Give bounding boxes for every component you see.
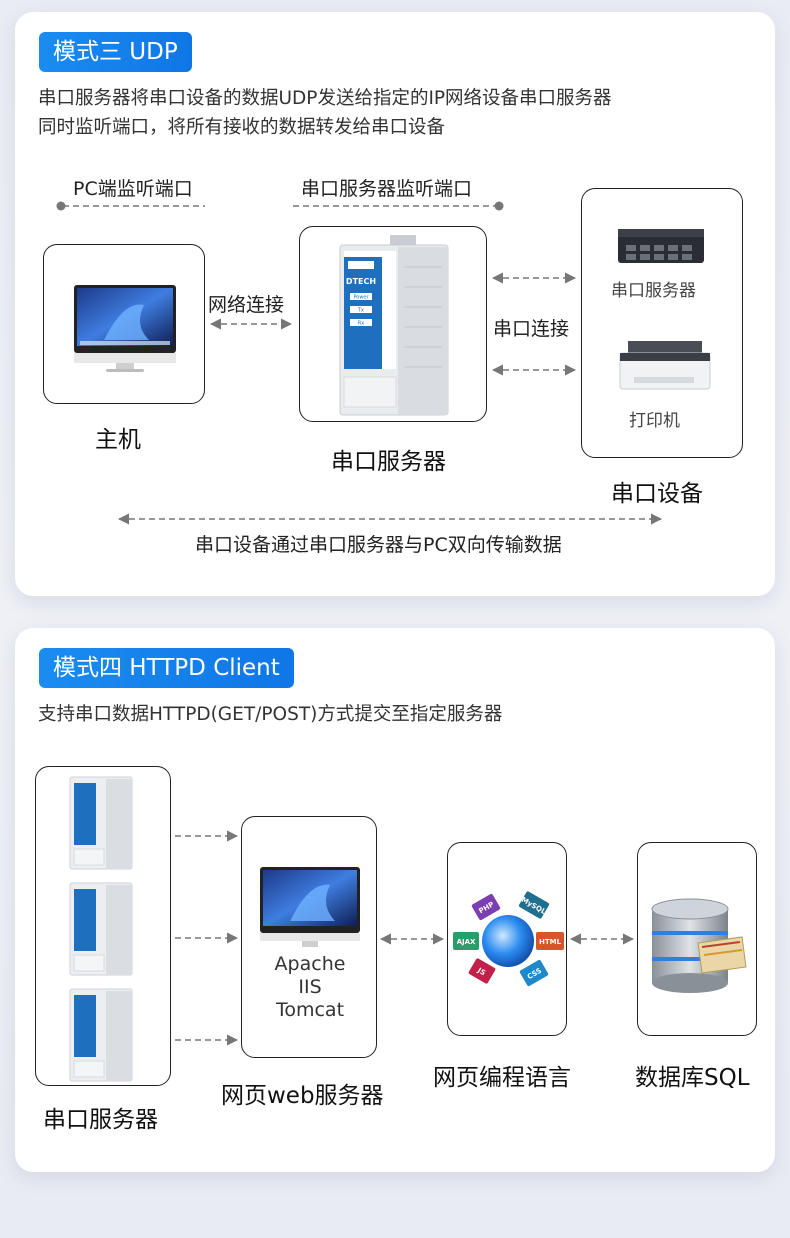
serial-server-stack-icons <box>69 776 133 1082</box>
web-server-tomcat: Tomcat <box>275 999 345 1021</box>
web-server-apache: Apache <box>274 953 346 975</box>
server-port-label: 串口服务器监听端口 <box>301 178 473 200</box>
server-port-dot <box>494 201 504 211</box>
serial-connection-label: 串口连接 <box>493 318 570 340</box>
led-power: Power <box>353 295 369 301</box>
database-label: 数据库SQL <box>635 1065 750 1091</box>
mode-three-tag: 模式三 UDP <box>39 32 192 72</box>
pc-port-label: PC端监听端口 <box>73 178 193 200</box>
serial-server-hub-icon <box>618 229 704 263</box>
bidirectional-caption: 串口设备通过串口服务器与PC双向传输数据 <box>195 534 562 556</box>
web-server-list: Apache IIS Tomcat <box>242 953 378 1022</box>
serial-servers-box <box>35 766 171 1086</box>
programming-language-box: PHP MySQL AJAX HTML JS CSS <box>447 842 567 1036</box>
serial-server-label: 串口服务器 <box>331 449 446 475</box>
udp-desc-line1: 串口服务器将串口设备的数据UDP发送给指定的IP网络设备串口服务器 <box>38 88 612 109</box>
serial-server-box: DTECH Power Tx Rx <box>299 226 487 422</box>
printer-icon <box>619 341 711 390</box>
device2-label: 打印机 <box>629 411 680 431</box>
badge-ajax: AJAX <box>457 938 476 946</box>
device-icons <box>618 229 711 390</box>
web-server-box: Apache IIS Tomcat <box>241 816 377 1058</box>
pc-port-dot <box>56 201 66 211</box>
udp-mode-card: 模式三 UDP 串口服务器将串口设备的数据UDP发送给指定的IP网络设备串口服务… <box>15 12 775 596</box>
host-label: 主机 <box>95 427 141 453</box>
httpd-connectors <box>175 830 635 1046</box>
web-server-label: 网页web服务器 <box>221 1083 384 1109</box>
udp-description: 串口服务器将串口设备的数据UDP发送给指定的IP网络设备串口服务器 同时监听端口… <box>38 84 758 142</box>
serial-servers-label: 串口服务器 <box>43 1107 158 1133</box>
web-server-iis: IIS <box>298 976 322 998</box>
led-rx: Rx <box>358 321 364 327</box>
serial-device-group-box <box>581 188 743 458</box>
host-box <box>43 244 205 404</box>
badge-html: HTML <box>539 938 562 946</box>
udp-connectors <box>56 201 663 525</box>
device1-label: 串口服务器 <box>611 281 696 301</box>
serial-server-device-icon: DTECH Power Tx Rx <box>339 235 449 416</box>
programming-language-label: 网页编程语言 <box>433 1065 571 1091</box>
httpd-description: 支持串口数据HTTPD(GET/POST)方式提交至指定服务器 <box>38 704 503 725</box>
serial-device-group-label: 串口设备 <box>611 481 703 507</box>
udp-desc-line2: 同时监听端口，将所有接收的数据转发给串口设备 <box>38 117 446 138</box>
mode-four-tag: 模式四 HTTPD Client <box>39 648 294 688</box>
badge-js: JS <box>475 966 486 977</box>
monitor-icon <box>74 285 176 372</box>
device-brand-text: DTECH <box>346 277 376 286</box>
led-tx: Tx <box>357 308 364 314</box>
database-icon <box>651 898 747 993</box>
database-box <box>637 842 757 1036</box>
network-connection-label: 网络连接 <box>208 294 285 316</box>
web-server-monitor-icon <box>260 867 360 947</box>
web-languages-icon: PHP MySQL AJAX HTML JS CSS <box>453 891 564 987</box>
httpd-mode-card: 模式四 HTTPD Client 支持串口数据HTTPD(GET/POST)方式… <box>15 628 775 1172</box>
